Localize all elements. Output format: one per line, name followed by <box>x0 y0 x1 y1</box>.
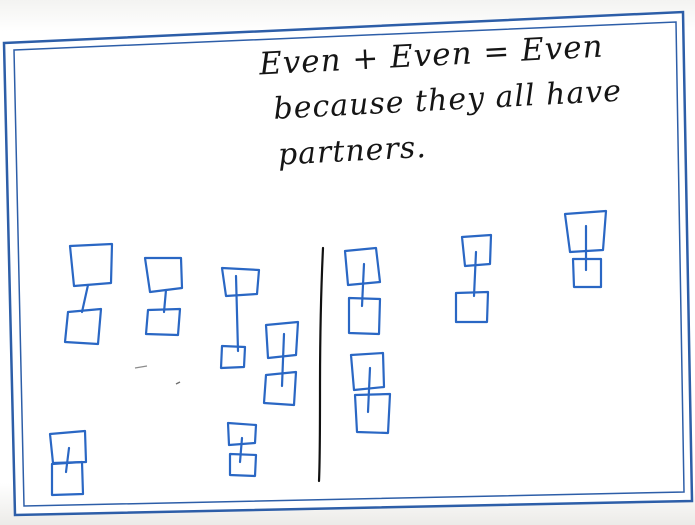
pair-left-3 <box>219 266 261 370</box>
stray-mark-2 <box>175 381 181 385</box>
pair-left-2 <box>143 256 184 337</box>
pair-right-3 <box>563 209 608 289</box>
pair-right-1 <box>343 246 382 336</box>
inner-frame <box>13 21 685 507</box>
right-group-pairs <box>343 209 608 435</box>
divider-line <box>317 246 325 483</box>
pair-right-2 <box>454 233 493 324</box>
handwritten-note: Even + Even = Even because they all have… <box>250 20 677 180</box>
left-group-pairs <box>48 242 300 497</box>
pair-right-4 <box>349 351 392 435</box>
pair-left-5 <box>226 421 258 478</box>
pair-left-4 <box>262 320 300 407</box>
pair-left-6 <box>48 429 88 497</box>
pair-left-1 <box>63 242 114 346</box>
outer-frame <box>2 10 694 517</box>
stray-mark <box>134 365 148 369</box>
